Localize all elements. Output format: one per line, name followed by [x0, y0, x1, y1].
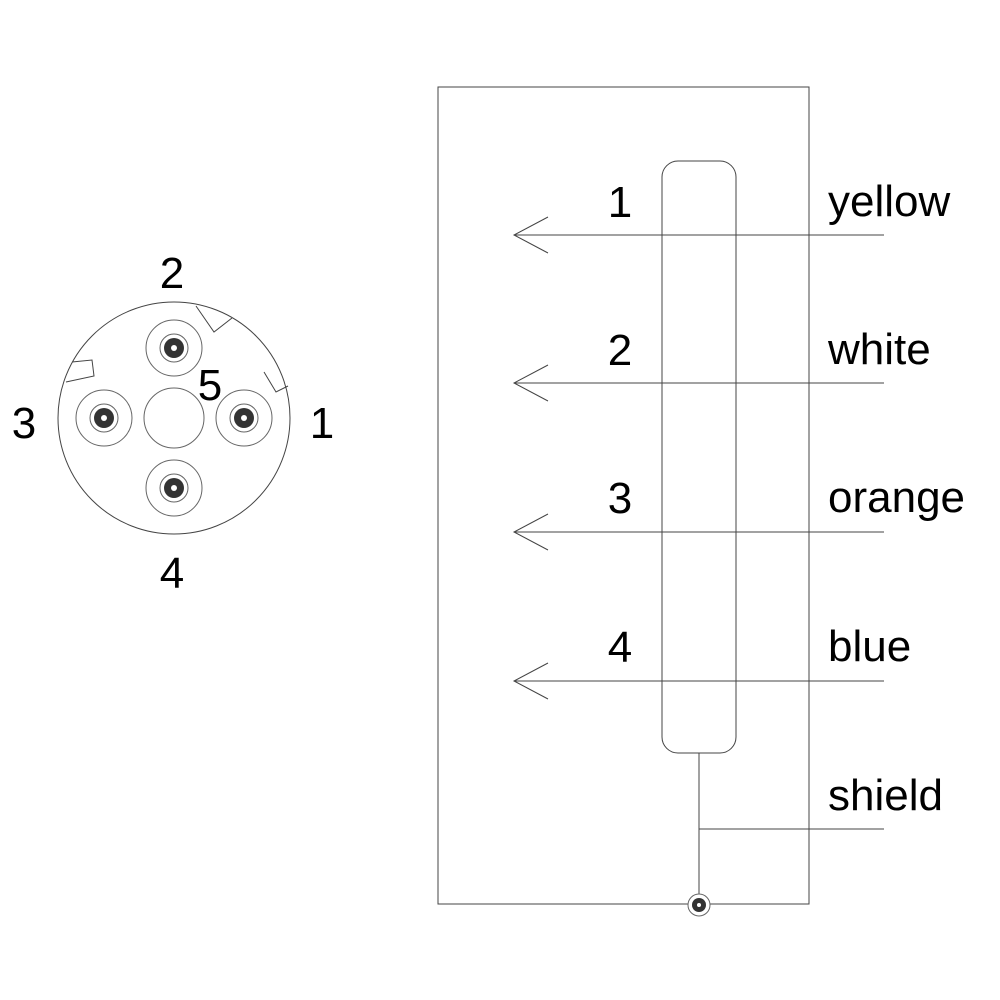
cable-bundle: [661, 160, 737, 754]
pin-label-5: 5: [198, 361, 222, 410]
pin-label-2: 2: [160, 249, 184, 298]
wire-3: 3 orange: [512, 473, 965, 551]
pin-4-contact: [145, 459, 203, 517]
wire-4-color-label: blue: [828, 622, 911, 671]
wire-4-arrow-icon: [512, 662, 549, 700]
wire-4-pin-number: 4: [608, 623, 632, 672]
pin-label-4: 4: [160, 549, 184, 598]
wire-1-pin-number: 1: [608, 178, 632, 227]
wire-2-color-label: white: [827, 325, 931, 374]
pin-2-contact: [145, 319, 203, 377]
shield-label: shield: [828, 771, 943, 820]
connector-face: 2 5 3 1 4: [12, 249, 334, 598]
pin-1-contact: [215, 389, 273, 447]
pin-label-1: 1: [310, 399, 334, 448]
shield-wire: shield: [698, 753, 943, 903]
housing-contact-icon: [687, 893, 711, 917]
wire-4: 4 blue: [512, 622, 911, 700]
connector-outline: [57, 301, 291, 535]
wire-1-arrow-icon: [512, 216, 549, 254]
enclosure-box: [437, 86, 810, 905]
wire-1-color-label: yellow: [828, 177, 950, 226]
wire-3-color-label: orange: [828, 473, 965, 522]
coding-notch-left: [65, 359, 95, 383]
coding-notch-top-right: [195, 305, 233, 333]
pin-5-contact: [143, 387, 205, 449]
wire-2-pin-number: 2: [608, 326, 632, 375]
coding-notch-right: [263, 371, 289, 393]
wire-2: 2 white: [512, 325, 931, 402]
wire-2-arrow-icon: [512, 364, 549, 402]
pin-label-3: 3: [12, 399, 36, 448]
wiring-schematic: 1 yellow 2 white 3 orange 4 blue sh: [437, 86, 965, 917]
wire-1: 1 yellow: [512, 177, 950, 254]
wire-3-pin-number: 3: [608, 474, 632, 523]
pin-3-contact: [75, 389, 133, 447]
wire-3-arrow-icon: [512, 513, 549, 551]
